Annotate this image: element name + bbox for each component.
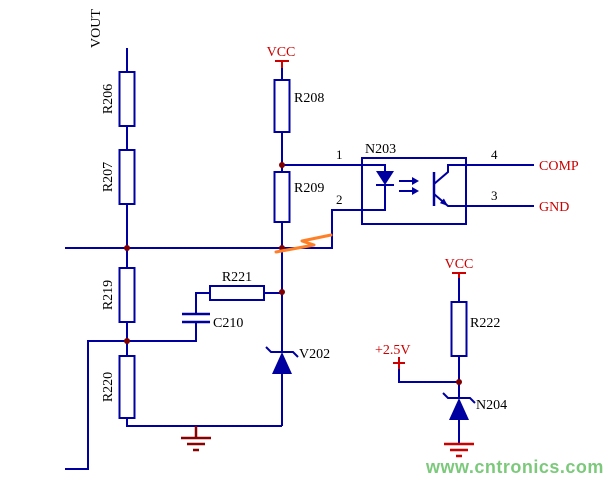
emitter-arrow-head <box>439 198 448 206</box>
vout-label: VOUT <box>89 9 104 48</box>
diode-label: N204 <box>476 398 507 413</box>
light-arrow-head <box>412 187 419 195</box>
reference-diode-N204: N204 <box>442 392 507 420</box>
vcc-right-label: VCC <box>445 257 474 272</box>
resistor-R206: R206 <box>101 71 136 127</box>
vcc-port-marker <box>275 60 289 68</box>
junction-dot <box>279 289 285 295</box>
zener-label: V202 <box>299 347 330 362</box>
resistor-label: R220 <box>101 372 116 402</box>
resistor-R207: R207 <box>101 149 136 205</box>
junction-dot <box>124 245 130 251</box>
net-label-gnd: GND <box>539 200 569 215</box>
ref-2v5-label: +2.5V <box>375 343 411 358</box>
pin-number-2: 2 <box>336 192 343 207</box>
net-label-comp: COMP <box>539 159 579 174</box>
resistor-label: R222 <box>470 316 500 331</box>
capacitor-plates <box>182 312 210 324</box>
resistor-label: R206 <box>101 84 116 114</box>
resistor-R221: R221 <box>209 270 265 301</box>
resistor-body <box>118 71 136 127</box>
pin-number-3: 3 <box>491 188 498 203</box>
vcc-top-port: VCC <box>267 45 296 68</box>
diode-anode-triangle <box>449 398 469 420</box>
ref-2v5-port: +2.5V <box>375 343 411 369</box>
vcc-right-port: VCC <box>445 257 474 278</box>
resistor-label: R219 <box>101 280 116 310</box>
resistor-R209: R209 <box>273 171 324 223</box>
phototransistor-collector <box>433 164 466 185</box>
capacitor-label: C210 <box>213 316 243 331</box>
resistor-label: R221 <box>222 270 252 285</box>
resistor-body <box>450 301 468 357</box>
optocoupler-N203: N203 1 2 4 3 <box>336 142 498 225</box>
wire <box>65 209 362 249</box>
wire <box>65 292 282 470</box>
wire-group <box>65 48 534 470</box>
wire <box>398 369 459 383</box>
highlight-marker <box>274 233 333 254</box>
wire <box>466 164 534 207</box>
resistor-R208: R208 <box>273 79 324 133</box>
resistor-body <box>118 267 136 323</box>
vcc-port-marker <box>452 272 466 278</box>
ground-bars <box>444 442 474 458</box>
resistor-body <box>118 149 136 205</box>
zener-diode-V202: V202 <box>265 346 330 374</box>
resistor-R220: R220 <box>101 355 136 419</box>
light-arrow-lines <box>399 180 412 192</box>
junction-dot <box>456 379 462 385</box>
capacitor-C210: C210 <box>182 312 243 331</box>
resistor-R222: R222 <box>450 301 500 357</box>
watermark: www.cntronics.com <box>425 457 604 477</box>
optocoupler-label: N203 <box>365 142 396 157</box>
pin-number-1: 1 <box>336 147 343 162</box>
resistor-body <box>273 79 291 133</box>
ref-2v5-marker <box>393 357 405 369</box>
resistor-label: R209 <box>294 181 324 196</box>
junction-dot <box>279 162 285 168</box>
resistor-body <box>209 285 265 301</box>
ground-symbol-right <box>444 442 474 458</box>
resistor-R219: R219 <box>101 267 136 323</box>
ground-bars <box>181 426 211 452</box>
resistor-label: R207 <box>101 162 116 192</box>
junction-dot <box>124 338 130 344</box>
led-triangle <box>376 171 394 185</box>
wire <box>126 48 282 427</box>
ground-symbol-left <box>181 426 211 452</box>
led-leads <box>362 164 386 211</box>
vcc-top-label: VCC <box>267 45 296 60</box>
resistor-label: R208 <box>294 91 324 106</box>
zener-anode-triangle <box>272 352 292 374</box>
resistor-body <box>118 355 136 419</box>
pin-number-4: 4 <box>491 147 498 162</box>
resistor-body <box>273 171 291 223</box>
light-arrow-head <box>412 177 419 185</box>
